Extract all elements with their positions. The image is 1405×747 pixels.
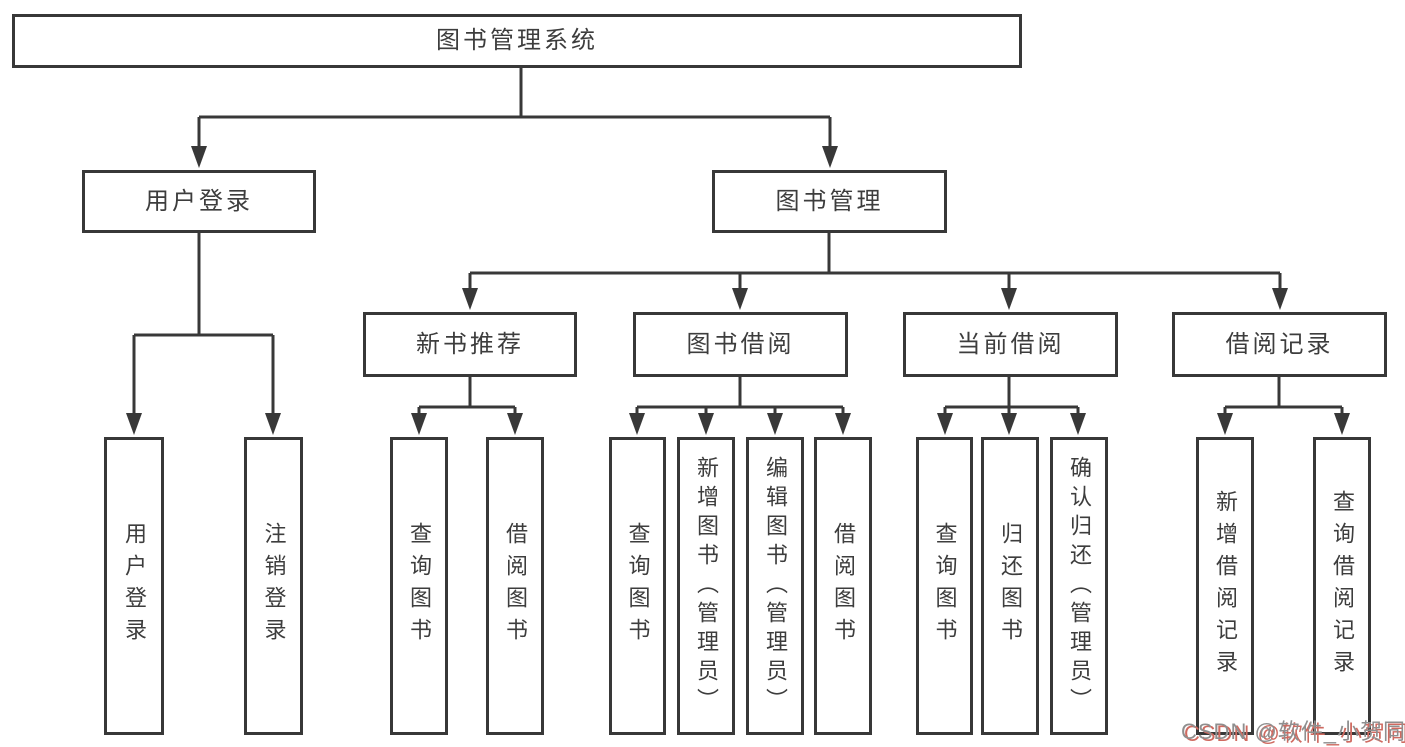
- node-label: 借阅图书: [503, 522, 528, 650]
- arrow-down-icon: [1070, 413, 1086, 435]
- leaf-query-book-recommend: 查询图书: [390, 437, 448, 735]
- leaf-add-book-admin: 新增图书（管理员）: [677, 437, 735, 735]
- arrow-down-icon: [1272, 288, 1288, 310]
- arrow-down-icon: [191, 146, 207, 168]
- node-label: 查询图书: [407, 522, 432, 650]
- node-label: 注销登录: [261, 522, 287, 650]
- node-root-library-system: 图书管理系统: [12, 14, 1022, 68]
- connector-current-borrow-to-leaves: [943, 377, 1080, 418]
- arrow-down-icon: [265, 413, 281, 435]
- connector-book-borrow-to-leaves: [635, 377, 845, 418]
- node-label: 确认归还（管理员）: [1067, 455, 1092, 717]
- leaf-confirm-return-admin: 确认归还（管理员）: [1050, 437, 1108, 735]
- connector-book-management-to-level3: [468, 233, 1282, 294]
- node-label: 用户登录: [122, 522, 147, 650]
- node-label: 图书管理: [775, 187, 884, 215]
- connector-borrow-record-to-leaves: [1223, 377, 1344, 418]
- node-label: 新增借阅记录: [1213, 490, 1238, 682]
- node-label: 图书借阅: [686, 330, 795, 358]
- node-label: 图书管理系统: [436, 27, 598, 54]
- node-label: 查询图书: [932, 522, 958, 650]
- arrow-down-icon: [411, 413, 427, 435]
- node-label: 查询图书: [625, 522, 651, 650]
- node-label: 编辑图书（管理员）: [763, 455, 788, 717]
- leaf-add-borrow-record: 新增借阅记录: [1196, 437, 1254, 735]
- node-label: 借阅图书: [831, 522, 856, 650]
- connector-new-book-to-leaves: [417, 377, 517, 418]
- arrow-down-icon: [937, 413, 953, 435]
- node-label: 用户登录: [145, 187, 253, 215]
- node-label: 查询借阅记录: [1330, 490, 1355, 682]
- csdn-watermark: CSDN @软件_小贺同学: [1181, 719, 1405, 744]
- arrow-down-icon: [1334, 413, 1350, 435]
- leaf-query-book-borrow: 查询图书: [609, 437, 666, 735]
- arrow-down-icon: [462, 288, 478, 310]
- node-new-book-recommend: 新书推荐: [363, 312, 577, 377]
- arrow-down-icon: [732, 288, 748, 310]
- leaf-query-borrow-record: 查询借阅记录: [1313, 437, 1371, 735]
- connector-root-to-level2: [197, 68, 832, 150]
- node-borrow-record: 借阅记录: [1172, 312, 1387, 377]
- arrow-down-icon: [1001, 413, 1017, 435]
- node-label: 新增图书（管理员）: [694, 455, 719, 717]
- arrow-down-icon: [767, 413, 783, 435]
- leaf-borrow-book: 借阅图书: [814, 437, 872, 735]
- leaf-query-book-current: 查询图书: [916, 437, 973, 735]
- node-book-borrow: 图书借阅: [633, 312, 848, 377]
- node-current-borrow: 当前借阅: [903, 312, 1118, 377]
- arrow-down-icon: [1217, 413, 1233, 435]
- leaf-borrow-book-recommend: 借阅图书: [486, 437, 544, 735]
- arrow-down-icon: [629, 413, 645, 435]
- leaf-return-book: 归还图书: [981, 437, 1039, 735]
- arrow-down-icon: [822, 146, 838, 168]
- arrow-down-icon: [1001, 288, 1017, 310]
- node-label: 归还图书: [998, 522, 1023, 650]
- node-label: 借阅记录: [1225, 330, 1334, 358]
- leaf-logout-login: 注销登录: [244, 437, 303, 735]
- node-user-login: 用户登录: [82, 170, 316, 233]
- arrow-down-icon: [698, 413, 714, 435]
- leaf-edit-book-admin: 编辑图书（管理员）: [746, 437, 804, 735]
- node-label: 新书推荐: [416, 330, 524, 358]
- arrow-down-icon: [126, 413, 142, 435]
- arrow-down-icon: [507, 413, 523, 435]
- leaf-user-login: 用户登录: [104, 437, 164, 735]
- node-book-management: 图书管理: [712, 170, 947, 233]
- node-label: 当前借阅: [956, 330, 1065, 358]
- arrow-down-icon: [835, 413, 851, 435]
- connector-user-login-to-leaves: [132, 233, 275, 418]
